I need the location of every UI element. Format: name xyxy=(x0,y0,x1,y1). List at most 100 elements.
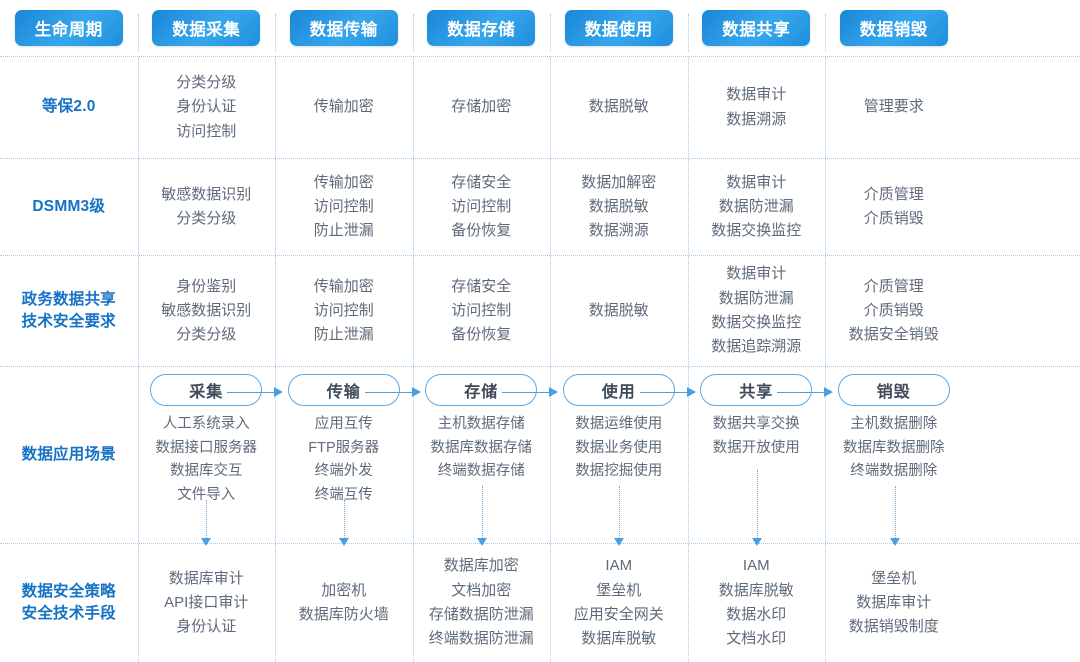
stage-pill-collect[interactable]: 采集 xyxy=(150,374,263,406)
item-list: 存储加密 xyxy=(451,95,511,119)
header-pill-lifecycle[interactable]: 生命周期 xyxy=(14,10,123,46)
cell-zhengwu-transmit: 传输加密 访问控制 防止泄漏 xyxy=(275,256,413,366)
header-pill-store[interactable]: 数据存储 xyxy=(427,10,536,46)
row-label-cell-zhengwu: 政务数据共享 技术安全要求 xyxy=(0,256,138,366)
stage-pill-box: 销毁 xyxy=(829,367,959,413)
list-item: 分类分级 xyxy=(176,326,237,344)
header-cell-3: 数据存储 xyxy=(412,10,551,52)
row-label-dsmm: DSMM3级 xyxy=(32,197,106,215)
list-item: 防止泄漏 xyxy=(313,326,374,344)
item-list: 数据库审计 API接口审计 身份认证 xyxy=(164,567,248,640)
row-scene: 数据应用场景 采集 人工系统录入 数据接口服务器 数据库交互 文件导入 传输 应… xyxy=(0,367,1080,543)
item-list: 介质管理 介质销毁 xyxy=(864,183,924,232)
rule-under-header xyxy=(0,56,1080,57)
list-item: 数据水印 xyxy=(726,606,787,623)
list-item: IAM xyxy=(742,557,770,575)
list-item: 数据库防火墙 xyxy=(298,606,389,623)
list-item: 数据脱敏 xyxy=(588,197,649,215)
item-list: 管理要求 xyxy=(864,95,924,119)
row-label-line: 技术安全要求 xyxy=(21,313,116,330)
header-pill-destroy[interactable]: 数据销毁 xyxy=(839,10,948,46)
row-dsmm: DSMM3级 敏感数据识别 分类分级 传输加密 访问控制 防止泄漏 存储安全 访… xyxy=(0,159,1080,255)
list-item: 数据库审计 xyxy=(856,593,932,611)
item-list: 数据脱敏 xyxy=(589,299,649,323)
list-item: 数据库脱敏 xyxy=(718,581,794,599)
list-item: 身份认证 xyxy=(176,98,237,116)
list-item: 文件导入 xyxy=(177,486,236,503)
list-item: 访问控制 xyxy=(313,301,374,319)
header-pill-collect[interactable]: 数据采集 xyxy=(152,10,261,46)
item-list: 数据加解密 数据脱敏 数据溯源 xyxy=(581,171,656,244)
item-list: 数据审计 数据溯源 xyxy=(726,83,786,132)
list-item: 敏感数据识别 xyxy=(161,301,252,319)
row-label-scene: 数据应用场景 xyxy=(21,445,116,463)
cell-strategy-collect: 数据库审计 API接口审计 身份认证 xyxy=(137,544,276,662)
item-list: IAM 数据库脱敏 数据水印 文档水印 xyxy=(719,554,794,651)
cell-dsmm-destroy: 介质管理 介质销毁 xyxy=(825,159,963,255)
list-item: 访问控制 xyxy=(451,197,512,215)
list-item: 终端互传 xyxy=(314,486,373,503)
list-item: 介质销毁 xyxy=(863,301,924,319)
list-item: 数据库脱敏 xyxy=(581,630,657,648)
item-list: 传输加密 xyxy=(314,95,374,119)
list-item: 介质管理 xyxy=(863,185,924,203)
stage-pill-transmit[interactable]: 传输 xyxy=(287,374,400,406)
list-item: 分类分级 xyxy=(176,74,237,92)
row-label-cell-dsmm: DSMM3级 xyxy=(0,159,138,255)
cell-zhengwu-use: 数据脱敏 xyxy=(550,256,688,366)
stage-pill-use[interactable]: 使用 xyxy=(562,374,675,406)
item-list: 存储安全 访问控制 备份恢复 xyxy=(451,275,511,348)
header-cell-1: 数据采集 xyxy=(137,10,276,52)
list-item: 身份认证 xyxy=(176,618,237,636)
list-item: 数据库交互 xyxy=(170,463,243,480)
list-item: 介质销毁 xyxy=(863,210,924,227)
list-item: 终端数据存储 xyxy=(437,463,525,480)
header-pill-share[interactable]: 数据共享 xyxy=(702,10,811,46)
item-list: 人工系统录入 数据接口服务器 数据库交互 文件导入 xyxy=(156,413,258,508)
list-item: 数据业务使用 xyxy=(575,439,663,456)
list-item: 数据交换监控 xyxy=(711,314,802,331)
list-item: 数据追踪溯源 xyxy=(711,338,802,356)
header-cell-0: 生命周期 xyxy=(0,10,138,46)
list-item: 数据库数据存储 xyxy=(430,439,533,456)
list-item: 数据审计 xyxy=(726,173,787,191)
stage-pill-destroy[interactable]: 销毁 xyxy=(837,374,950,406)
list-item: IAM xyxy=(605,557,633,575)
list-item: 数据防泄漏 xyxy=(718,197,794,215)
list-item: 堡垒机 xyxy=(596,581,642,599)
stage-pill-store[interactable]: 存储 xyxy=(425,374,538,406)
header-cell-2: 数据传输 xyxy=(275,10,413,52)
list-item: 存储数据防泄漏 xyxy=(428,606,534,623)
cell-strategy-transmit: 加密机 数据库防火墙 xyxy=(275,544,413,662)
cell-dengbao-collect: 分类分级 身份认证 访问控制 xyxy=(137,57,276,158)
list-item: 应用安全网关 xyxy=(573,606,664,623)
cell-dengbao-destroy: 管理要求 xyxy=(825,57,963,158)
header-pill-transmit[interactable]: 数据传输 xyxy=(289,10,398,46)
row-label-line: 政务数据共享 xyxy=(21,290,116,308)
row-label-zhengwu: 政务数据共享 技术安全要求 xyxy=(22,289,116,334)
item-list: 主机数据删除 数据库数据删除 终端数据删除 xyxy=(843,413,945,484)
list-item: 介质管理 xyxy=(863,277,924,295)
list-item: 数据加解密 xyxy=(581,173,657,191)
list-item: 数据开放使用 xyxy=(712,439,800,456)
header-cell-6: 数据销毁 xyxy=(825,10,963,52)
list-item: 备份恢复 xyxy=(451,222,512,240)
row-label-cell-strategy: 数据安全策略 安全技术手段 xyxy=(0,544,138,662)
list-item: 主机数据删除 xyxy=(850,416,938,432)
list-item: 数据接口服务器 xyxy=(155,439,258,456)
item-list: 介质管理 介质销毁 数据安全销毁 xyxy=(849,275,939,348)
stage-pill-box: 共享 xyxy=(692,367,822,413)
row-strategy: 数据安全策略 安全技术手段 数据库审计 API接口审计 身份认证 加密机 数据库… xyxy=(0,544,1080,662)
list-item: 存储安全 xyxy=(451,173,512,191)
stage-pill-share[interactable]: 共享 xyxy=(700,374,813,406)
header-cell-5: 数据共享 xyxy=(687,10,826,52)
cell-scene-share: 共享 数据共享交换 数据开放使用 xyxy=(687,367,826,543)
header-pill-use[interactable]: 数据使用 xyxy=(564,10,673,46)
list-item: 终端数据删除 xyxy=(850,463,938,480)
item-list: 应用互传 FTP服务器 终端外发 终端互传 xyxy=(308,413,379,508)
list-item: 身份鉴别 xyxy=(176,277,237,295)
list-item: 传输加密 xyxy=(313,98,374,116)
cell-scene-transmit: 传输 应用互传 FTP服务器 终端外发 终端互传 xyxy=(275,367,413,543)
stage-pill-box: 存储 xyxy=(417,367,547,413)
